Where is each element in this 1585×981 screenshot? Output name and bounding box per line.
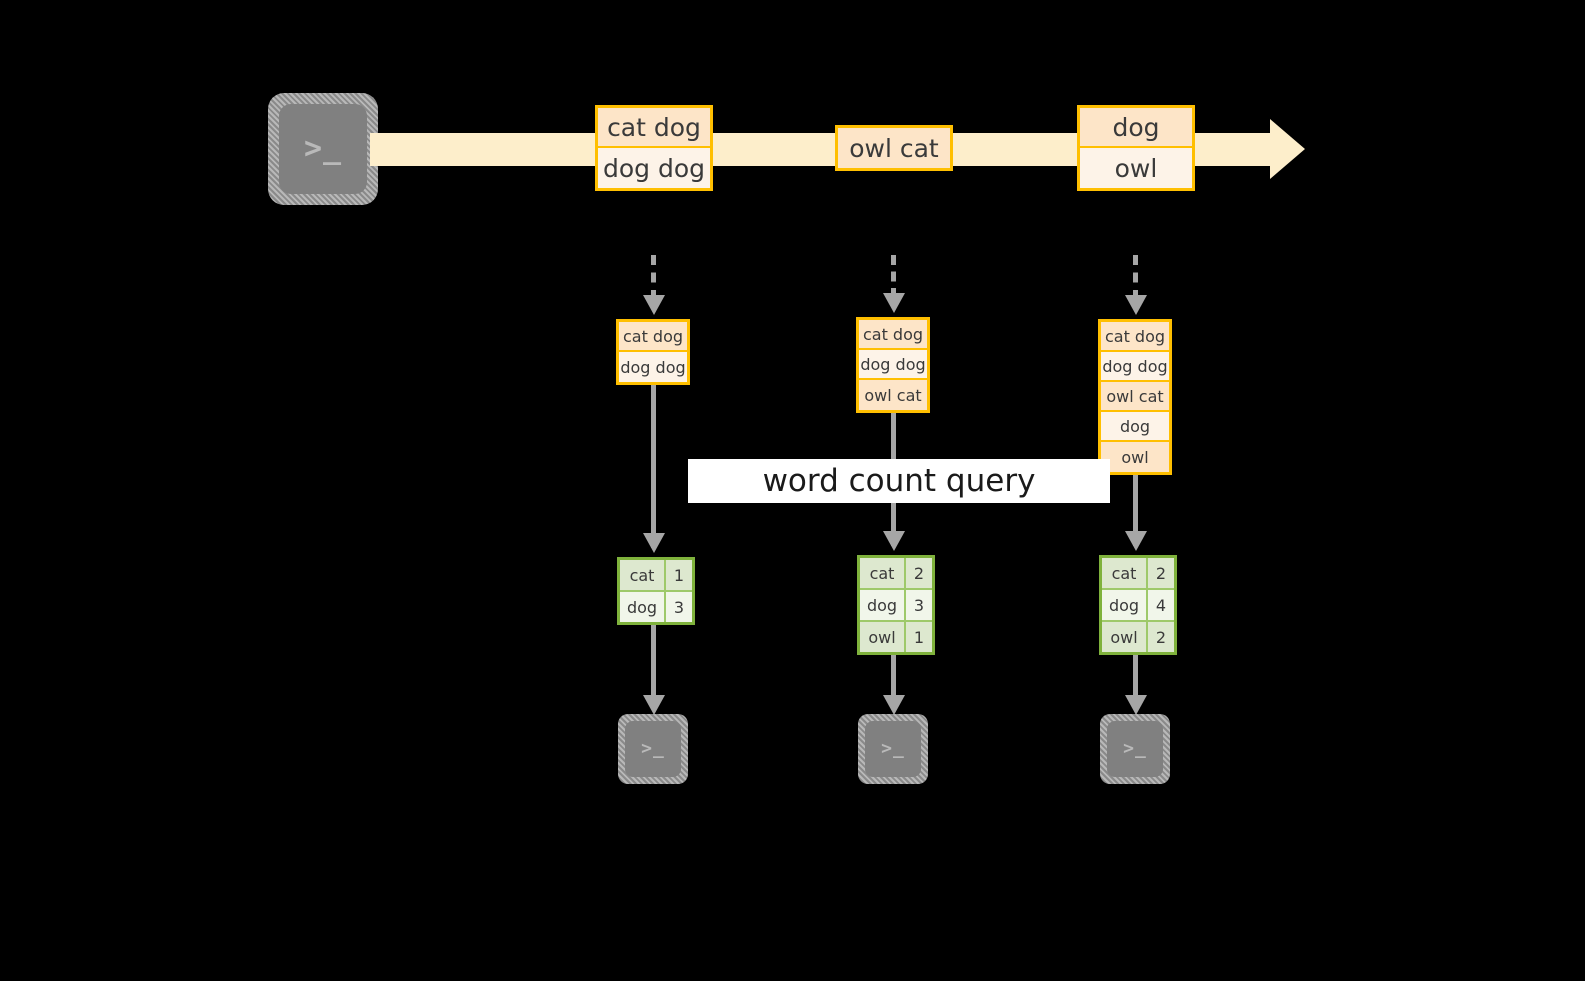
- snapshot-3-sink-connector: [1133, 650, 1138, 700]
- terminal-icon-body: [279, 104, 367, 194]
- table-row: owl 2: [1102, 622, 1174, 652]
- snapshot-2-query-arrowhead: [883, 531, 905, 551]
- terminal-icon: >_: [618, 714, 688, 784]
- snapshot-1-query-connector: [651, 383, 656, 548]
- table-row: cat 2: [860, 558, 932, 590]
- stream-event-line: owl: [1080, 148, 1192, 188]
- snapshot-2-arrowhead: [883, 293, 905, 313]
- table-row: cat 1: [620, 560, 692, 592]
- query-label-text: word count query: [762, 463, 1036, 499]
- stream-event-1: cat dog dog dog: [595, 105, 713, 191]
- snapshot-1-query-arrowhead: [643, 533, 665, 553]
- result-count: 3: [666, 592, 692, 622]
- snapshot-3-arrowhead: [1125, 295, 1147, 315]
- result-count: 2: [906, 558, 932, 588]
- snapshot-1-result-table: cat 1 dog 3: [617, 557, 695, 625]
- snapshot-input-line: cat dog: [1101, 322, 1169, 352]
- snapshot-3-query-arrowhead: [1125, 531, 1147, 551]
- terminal-icon: >_: [1100, 714, 1170, 784]
- result-word: dog: [620, 592, 666, 622]
- snapshot-1-input-stack: cat dog dog dog: [616, 319, 690, 385]
- snapshot-input-line: dog dog: [859, 350, 927, 380]
- snapshot-3-input-stack: cat dog dog dog owl cat dog owl: [1098, 319, 1172, 475]
- terminal-icon: >_: [858, 714, 928, 784]
- result-count: 3: [906, 590, 932, 620]
- snapshot-2-dashed-connector: [891, 255, 896, 298]
- snapshot-input-line: owl: [1101, 442, 1169, 472]
- snapshot-input-line: dog: [1101, 412, 1169, 442]
- result-word: cat: [860, 558, 906, 588]
- snapshot-input-line: dog dog: [1101, 352, 1169, 382]
- result-count: 2: [1148, 622, 1174, 652]
- snapshot-input-line: owl cat: [1101, 382, 1169, 412]
- snapshot-input-line: cat dog: [859, 320, 927, 350]
- terminal-prompt-glyph: >_: [641, 738, 665, 759]
- table-row: dog 3: [620, 592, 692, 622]
- terminal-prompt-glyph: >_: [881, 738, 905, 759]
- stream-event-line: owl cat: [838, 128, 950, 168]
- result-word: cat: [620, 560, 666, 590]
- stream-event-line: dog dog: [598, 148, 710, 188]
- snapshot-input-line: owl cat: [859, 380, 927, 410]
- snapshot-3-dashed-connector: [1133, 255, 1138, 300]
- terminal-icon-body: [1107, 721, 1163, 777]
- snapshot-2-result-table: cat 2 dog 3 owl 1: [857, 555, 935, 655]
- snapshot-input-line: cat dog: [619, 322, 687, 352]
- terminal-icon-body: [865, 721, 921, 777]
- stream-event-line: dog: [1080, 108, 1192, 148]
- result-word: dog: [860, 590, 906, 620]
- result-word: dog: [1102, 590, 1148, 620]
- snapshot-input-line: dog dog: [619, 352, 687, 382]
- table-row: dog 4: [1102, 590, 1174, 622]
- result-count: 4: [1148, 590, 1174, 620]
- terminal-prompt-glyph: >_: [1123, 738, 1147, 759]
- result-count: 1: [906, 622, 932, 652]
- terminal-icon: >_: [268, 93, 378, 205]
- terminal-prompt-glyph: >_: [303, 131, 343, 166]
- result-count: 1: [666, 560, 692, 590]
- stream-event-2: owl cat: [835, 125, 953, 171]
- snapshot-1-sink-connector: [651, 620, 656, 700]
- snapshot-3-sink-arrowhead: [1125, 695, 1147, 715]
- terminal-icon-body: [625, 721, 681, 777]
- snapshot-2-sink-connector: [891, 650, 896, 700]
- snapshot-1-dashed-connector: [651, 255, 656, 300]
- table-row: cat 2: [1102, 558, 1174, 590]
- snapshot-1-sink-arrowhead: [643, 695, 665, 715]
- stream-event-line: cat dog: [598, 108, 710, 148]
- snapshot-3-query-connector: [1133, 473, 1138, 546]
- table-row: dog 3: [860, 590, 932, 622]
- result-word: owl: [860, 622, 906, 652]
- snapshot-1-arrowhead: [643, 295, 665, 315]
- result-count: 2: [1148, 558, 1174, 588]
- table-row: owl 1: [860, 622, 932, 652]
- snapshot-3-result-table: cat 2 dog 4 owl 2: [1099, 555, 1177, 655]
- snapshot-2-input-stack: cat dog dog dog owl cat: [856, 317, 930, 413]
- snapshot-2-sink-arrowhead: [883, 695, 905, 715]
- query-label-band: word count query: [688, 459, 1110, 503]
- stream-event-3: dog owl: [1077, 105, 1195, 191]
- result-word: cat: [1102, 558, 1148, 588]
- event-stream-arrow-head: [1270, 119, 1305, 179]
- result-word: owl: [1102, 622, 1148, 652]
